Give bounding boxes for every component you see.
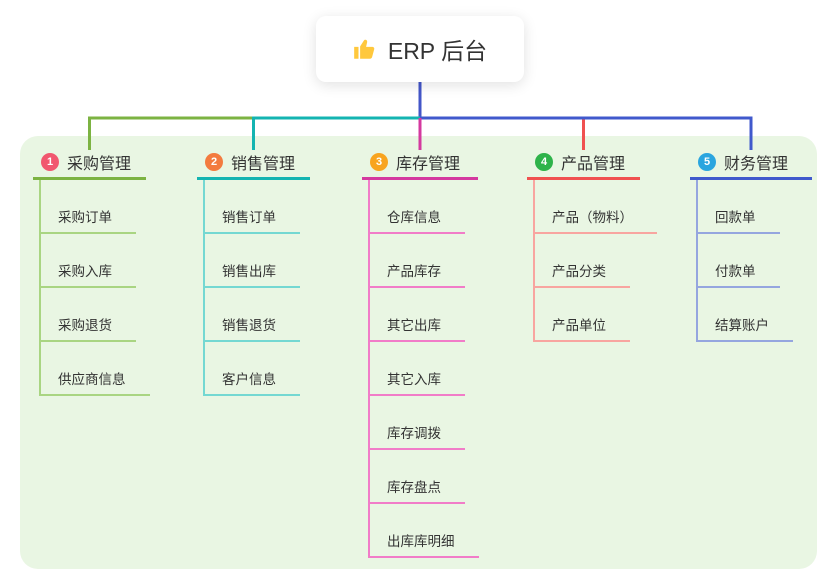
child-label: 产品（物料） — [533, 206, 657, 234]
branch-number-badge: 2 — [205, 153, 223, 171]
child-label: 客户信息 — [203, 368, 300, 396]
child-node[interactable]: 销售订单 — [197, 180, 310, 234]
branch-title: 库存管理 — [396, 156, 461, 173]
child-node[interactable]: 库存盘点 — [362, 450, 478, 504]
branch: 3 库存管理 仓库信息 产品库存 其它出库 其它入库 库存调拨 库存盘点 出库库… — [362, 147, 479, 558]
child-label: 采购入库 — [39, 260, 136, 288]
child-label: 其它入库 — [368, 368, 465, 396]
child-node[interactable]: 结算账户 — [690, 288, 812, 342]
child-node[interactable]: 销售退货 — [197, 288, 310, 342]
child-label: 采购退货 — [39, 314, 136, 342]
child-label: 销售订单 — [203, 206, 300, 234]
child-label: 采购订单 — [39, 206, 136, 234]
child-label: 销售退货 — [203, 314, 300, 342]
child-label: 结算账户 — [696, 314, 793, 342]
child-node[interactable]: 出库库明细 — [362, 504, 479, 558]
child-node[interactable]: 库存调拨 — [362, 396, 478, 450]
branch: 2 销售管理 销售订单 销售出库 销售退货 客户信息 — [197, 147, 310, 396]
child-label: 其它出库 — [368, 314, 465, 342]
child-node[interactable]: 采购入库 — [33, 234, 146, 288]
branch-children: 销售订单 销售出库 销售退货 客户信息 — [197, 180, 310, 396]
branch: 5 财务管理 回款单 付款单 结算账户 — [690, 147, 812, 342]
child-label: 销售出库 — [203, 260, 300, 288]
branch-topic[interactable]: 1 采购管理 — [33, 147, 146, 180]
branch: 1 采购管理 采购订单 采购入库 采购退货 供应商信息 — [33, 147, 150, 396]
branch-children: 采购订单 采购入库 采购退货 供应商信息 — [33, 180, 150, 396]
branch-title: 财务管理 — [724, 156, 789, 173]
branch-children: 产品（物料） 产品分类 产品单位 — [527, 180, 657, 342]
root-node[interactable]: ERP 后台 — [315, 16, 524, 82]
child-node[interactable]: 付款单 — [690, 234, 812, 288]
root-title: ERP 后台 — [387, 38, 488, 64]
child-label: 产品单位 — [533, 314, 630, 342]
child-node[interactable]: 产品（物料） — [527, 180, 657, 234]
child-label: 回款单 — [696, 206, 780, 234]
branch-children: 回款单 付款单 结算账户 — [690, 180, 812, 342]
child-label: 仓库信息 — [368, 206, 465, 234]
branch-topic[interactable]: 5 财务管理 — [690, 147, 812, 180]
child-node[interactable]: 产品库存 — [362, 234, 478, 288]
branch-number-badge: 5 — [698, 153, 716, 171]
child-node[interactable]: 回款单 — [690, 180, 812, 234]
child-label: 付款单 — [696, 260, 780, 288]
child-node[interactable]: 其它入库 — [362, 342, 478, 396]
branch-title: 产品管理 — [561, 156, 626, 173]
child-node[interactable]: 采购退货 — [33, 288, 146, 342]
child-node[interactable]: 仓库信息 — [362, 180, 478, 234]
child-label: 产品库存 — [368, 260, 465, 288]
child-label: 产品分类 — [533, 260, 630, 288]
child-node[interactable]: 产品分类 — [527, 234, 640, 288]
branch-number-badge: 4 — [535, 153, 553, 171]
child-label: 库存盘点 — [368, 476, 465, 504]
child-node[interactable]: 采购订单 — [33, 180, 146, 234]
child-label: 库存调拨 — [368, 422, 465, 450]
branches-panel — [20, 136, 817, 569]
child-node[interactable]: 销售出库 — [197, 234, 310, 288]
thumbs-up-icon — [352, 36, 378, 62]
child-node[interactable]: 客户信息 — [197, 342, 310, 396]
branch: 4 产品管理 产品（物料） 产品分类 产品单位 — [527, 147, 657, 342]
branch-number-badge: 1 — [41, 153, 59, 171]
branch-children: 仓库信息 产品库存 其它出库 其它入库 库存调拨 库存盘点 出库库明细 — [362, 180, 479, 558]
branch-title: 采购管理 — [67, 156, 132, 173]
branch-topic[interactable]: 2 销售管理 — [197, 147, 310, 180]
child-node[interactable]: 其它出库 — [362, 288, 478, 342]
branch-topic[interactable]: 3 库存管理 — [362, 147, 478, 180]
branch-number-badge: 3 — [370, 153, 388, 171]
child-label: 出库库明细 — [368, 530, 479, 558]
branch-title: 销售管理 — [231, 156, 296, 173]
child-node[interactable]: 产品单位 — [527, 288, 640, 342]
child-label: 供应商信息 — [39, 368, 150, 396]
branch-topic[interactable]: 4 产品管理 — [527, 147, 640, 180]
child-node[interactable]: 供应商信息 — [33, 342, 150, 396]
